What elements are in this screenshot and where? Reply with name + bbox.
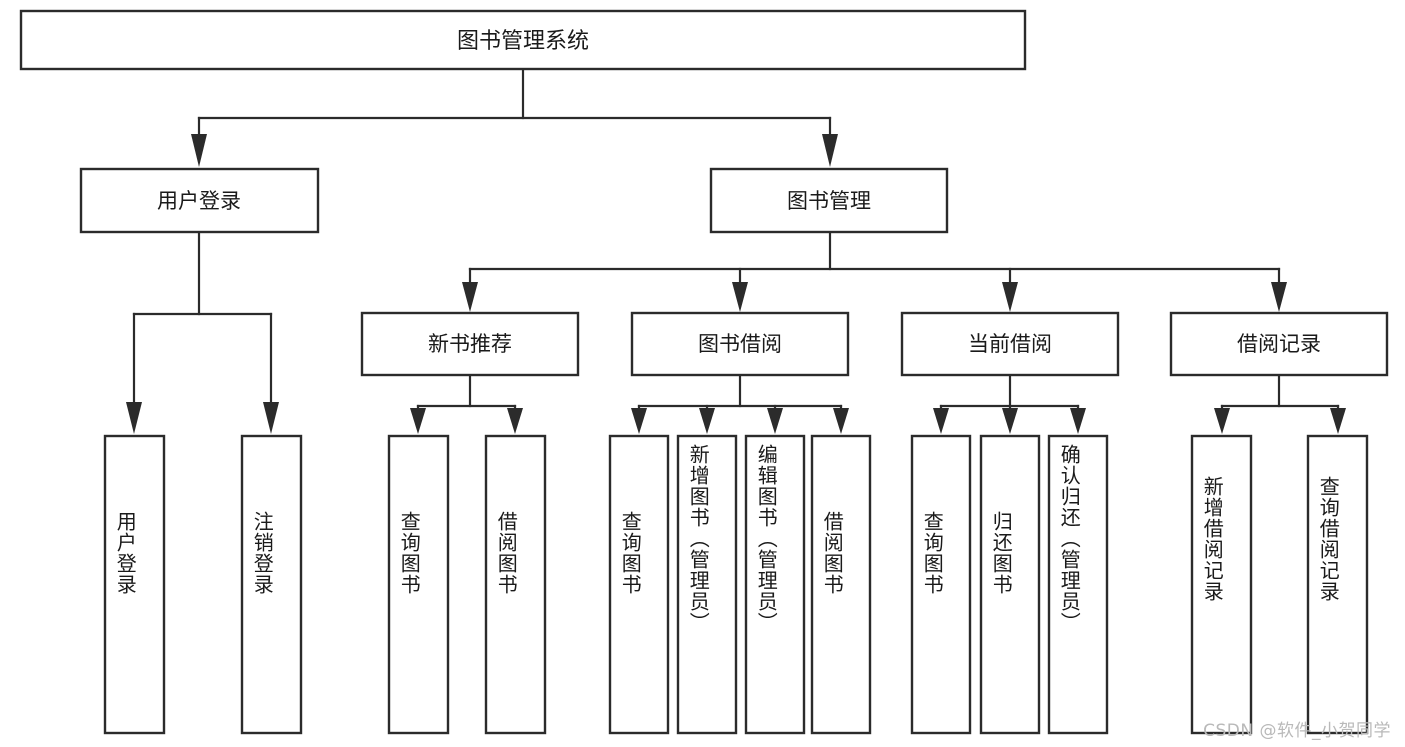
leaf-box-add-book-admin[interactable] xyxy=(676,434,738,735)
csdn-watermark: CSDN @软件_小贺同学 xyxy=(1203,721,1391,741)
node-new-book-recommend-label: 新书推荐 xyxy=(428,332,512,356)
arrow-head-icon xyxy=(822,134,838,167)
arrow-head-icon xyxy=(507,408,523,434)
arrow-head-icon xyxy=(1330,408,1346,434)
node-book-borrow-label: 图书借阅 xyxy=(698,332,782,356)
leaf-box-edit-book-admin[interactable] xyxy=(744,434,806,735)
arrow-head-icon xyxy=(263,402,279,434)
connector-new-book-to-leaves xyxy=(410,373,523,434)
node-borrow-record-box[interactable] xyxy=(1169,311,1389,377)
node-book-management-box[interactable] xyxy=(709,167,949,234)
leaf-box-borrow-book[interactable] xyxy=(810,434,872,735)
arrow-head-icon xyxy=(462,282,478,312)
node-root[interactable]: 图书管理系统 xyxy=(19,9,1027,71)
connector-book-borrow-to-leaves xyxy=(631,373,849,434)
connector-book-mgmt-to-level3 xyxy=(462,230,1287,312)
connector-root-to-level2 xyxy=(191,67,838,167)
leaf-box-user-login[interactable] xyxy=(103,434,166,735)
leaf-box-query-borrow-record[interactable] xyxy=(1306,434,1369,735)
connector-current-borrow-to-leaves xyxy=(933,373,1086,434)
leaf-box-query-book-current[interactable] xyxy=(910,434,972,735)
arrow-head-icon xyxy=(1070,408,1086,434)
node-borrow-record-label: 借阅记录 xyxy=(1237,332,1321,356)
arrow-head-icon xyxy=(833,408,849,434)
leaf-box-return-book[interactable] xyxy=(979,434,1041,735)
leaf-box-query-book-new[interactable] xyxy=(387,434,450,735)
node-root-label: 图书管理系统 xyxy=(457,29,589,54)
arrow-head-icon xyxy=(126,402,142,434)
arrow-head-icon xyxy=(767,408,783,434)
node-root-box[interactable] xyxy=(19,9,1027,71)
arrow-head-icon xyxy=(699,408,715,434)
node-current-borrow[interactable]: 当前借阅 xyxy=(900,311,1120,377)
node-book-borrow-box[interactable] xyxy=(630,311,850,377)
node-user-login-label: 用户登录 xyxy=(157,189,241,213)
arrow-head-icon xyxy=(1214,408,1230,434)
arrow-head-icon xyxy=(631,408,647,434)
node-book-borrow[interactable]: 图书借阅 xyxy=(630,311,850,377)
leaf-box-query-book-borrow[interactable] xyxy=(608,434,670,735)
node-book-management-label: 图书管理 xyxy=(787,189,871,213)
arrow-head-icon xyxy=(1002,408,1018,434)
node-current-borrow-label: 当前借阅 xyxy=(968,332,1052,356)
node-user-login-box[interactable] xyxy=(79,167,320,234)
arrow-head-icon xyxy=(732,282,748,312)
arrow-head-icon xyxy=(1002,282,1018,312)
node-user-login[interactable]: 用户登录 xyxy=(79,167,320,234)
node-new-book-recommend-box[interactable] xyxy=(360,311,580,377)
leaf-box-borrow-book-new[interactable] xyxy=(484,434,547,735)
connector-user-login-to-leaves xyxy=(126,230,279,434)
node-new-book-recommend[interactable]: 新书推荐 xyxy=(360,311,580,377)
leaf-box-confirm-return-admin[interactable] xyxy=(1047,434,1109,735)
node-book-management[interactable]: 图书管理 xyxy=(709,167,949,234)
node-borrow-record[interactable]: 借阅记录 xyxy=(1169,311,1389,377)
arrow-head-icon xyxy=(410,408,426,434)
arrow-head-icon xyxy=(933,408,949,434)
node-current-borrow-box[interactable] xyxy=(900,311,1120,377)
connector-borrow-record-to-leaves xyxy=(1214,373,1346,434)
arrow-head-icon xyxy=(1271,282,1287,312)
leaf-box-add-borrow-record[interactable] xyxy=(1190,434,1253,735)
arrow-head-icon xyxy=(191,134,207,167)
leaf-box-logout[interactable] xyxy=(240,434,303,735)
